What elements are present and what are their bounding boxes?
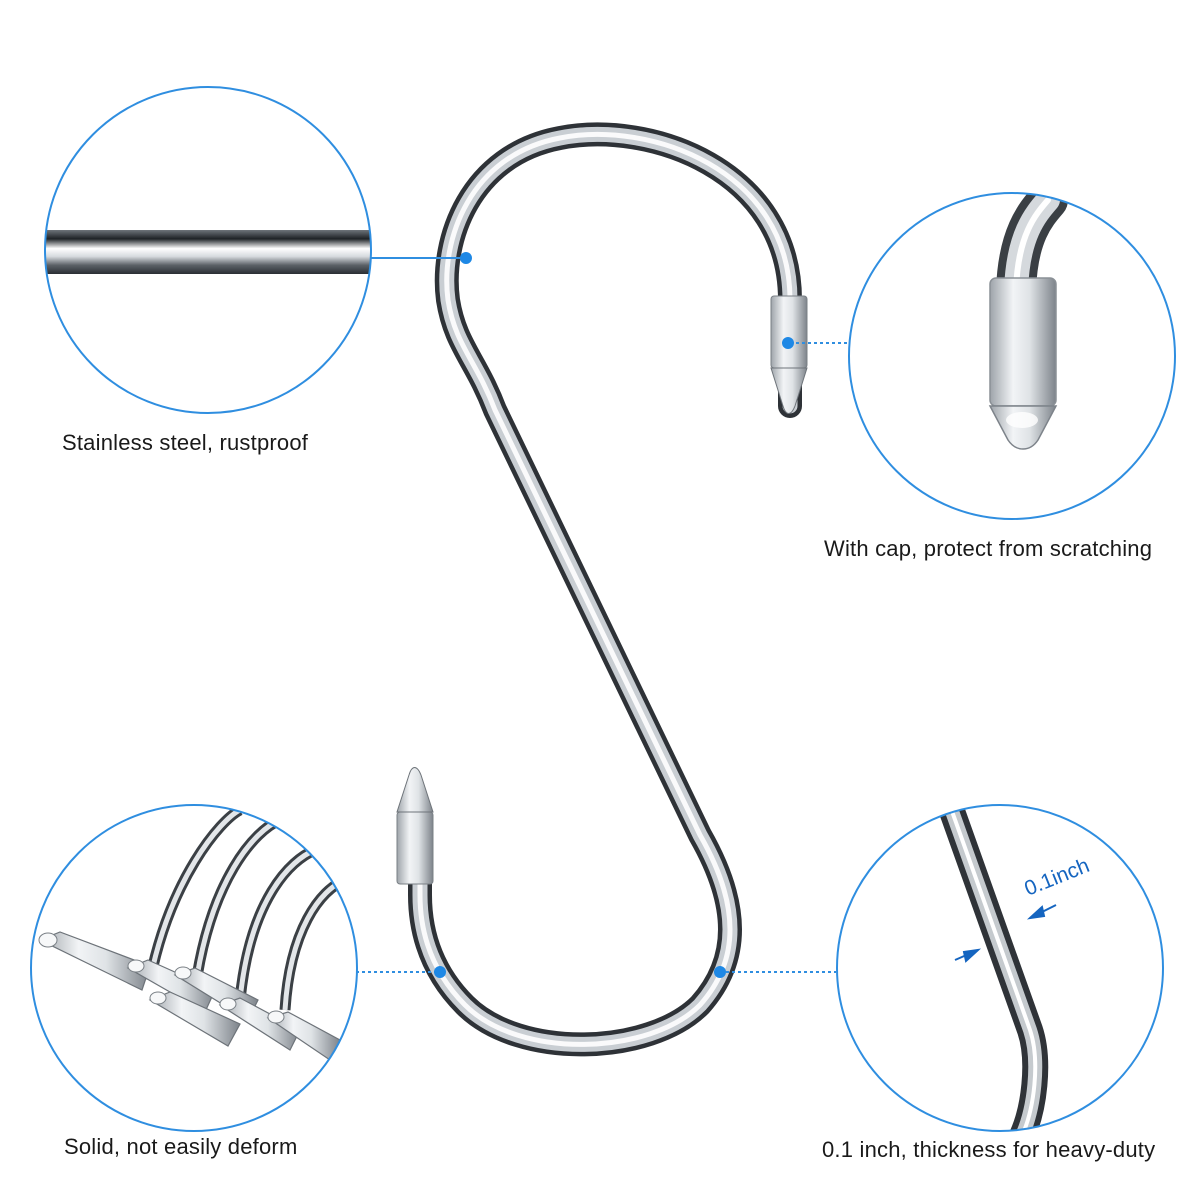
thickness-arrows xyxy=(954,904,1057,963)
top-end-cap xyxy=(770,295,808,414)
caption-stainless-steel: Stainless steel, rustproof xyxy=(62,430,309,455)
s-hook xyxy=(396,122,808,1057)
detail-circle-stacked-hooks xyxy=(30,804,358,1132)
caption-thickness: 0.1 inch, thickness for heavy-duty xyxy=(822,1137,1156,1162)
callout-connectors xyxy=(356,257,850,973)
detail-circle-thickness: 0.1inch xyxy=(836,804,1164,1132)
marker-dot-top-right xyxy=(782,337,794,349)
detail-circle-rod xyxy=(44,86,372,414)
marker-dot-bottom-left xyxy=(434,966,446,978)
caption-solid: Solid, not easily deform xyxy=(64,1134,298,1159)
detail-markers xyxy=(434,252,794,978)
thickness-measure-label: 0.1inch xyxy=(1021,854,1092,901)
bottom-end-cap xyxy=(396,767,434,885)
marker-dot-top-left xyxy=(460,252,472,264)
detail-circle-cap xyxy=(848,192,1176,520)
marker-dot-bottom-right xyxy=(714,966,726,978)
caption-end-cap: With cap, protect from scratching xyxy=(824,536,1153,561)
